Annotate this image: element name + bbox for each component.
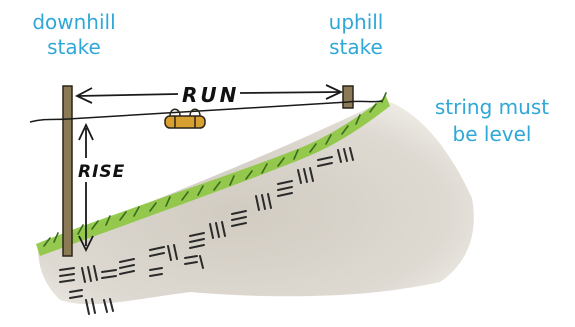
uphill-stake-label: uphill stake [300,10,412,60]
downhill-stake-label: downhill stake [0,10,148,60]
rise-arrow [78,122,94,253]
run-arrow [74,84,344,104]
uphill-stake [342,85,354,109]
uphill-stake-label-line2: stake [329,35,383,59]
soil-mass [38,100,474,305]
string-level-label: string must be level [412,94,572,148]
string-level-label-line2: be level [452,122,532,146]
rise-label: RISE [78,162,125,182]
downhill-stake-label-line1: downhill [32,10,116,34]
string-level-label-line1: string must [434,95,550,119]
run-label: RUN [182,83,239,107]
uphill-stake-label-line1: uphill [328,10,384,34]
grass-strip [36,96,390,256]
line-level-icon [164,108,206,129]
level-string [29,100,383,123]
downhill-stake-label-line2: stake [47,35,101,59]
downhill-stake [62,85,73,257]
soil-hatching [59,147,354,315]
